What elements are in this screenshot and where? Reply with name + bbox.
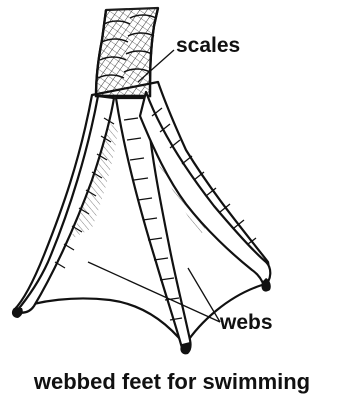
scales-label: scales [176,34,240,58]
claw-left [12,308,23,318]
diagram-caption: webbed feet for swimming [0,369,344,395]
webs-label: webs [220,311,273,335]
